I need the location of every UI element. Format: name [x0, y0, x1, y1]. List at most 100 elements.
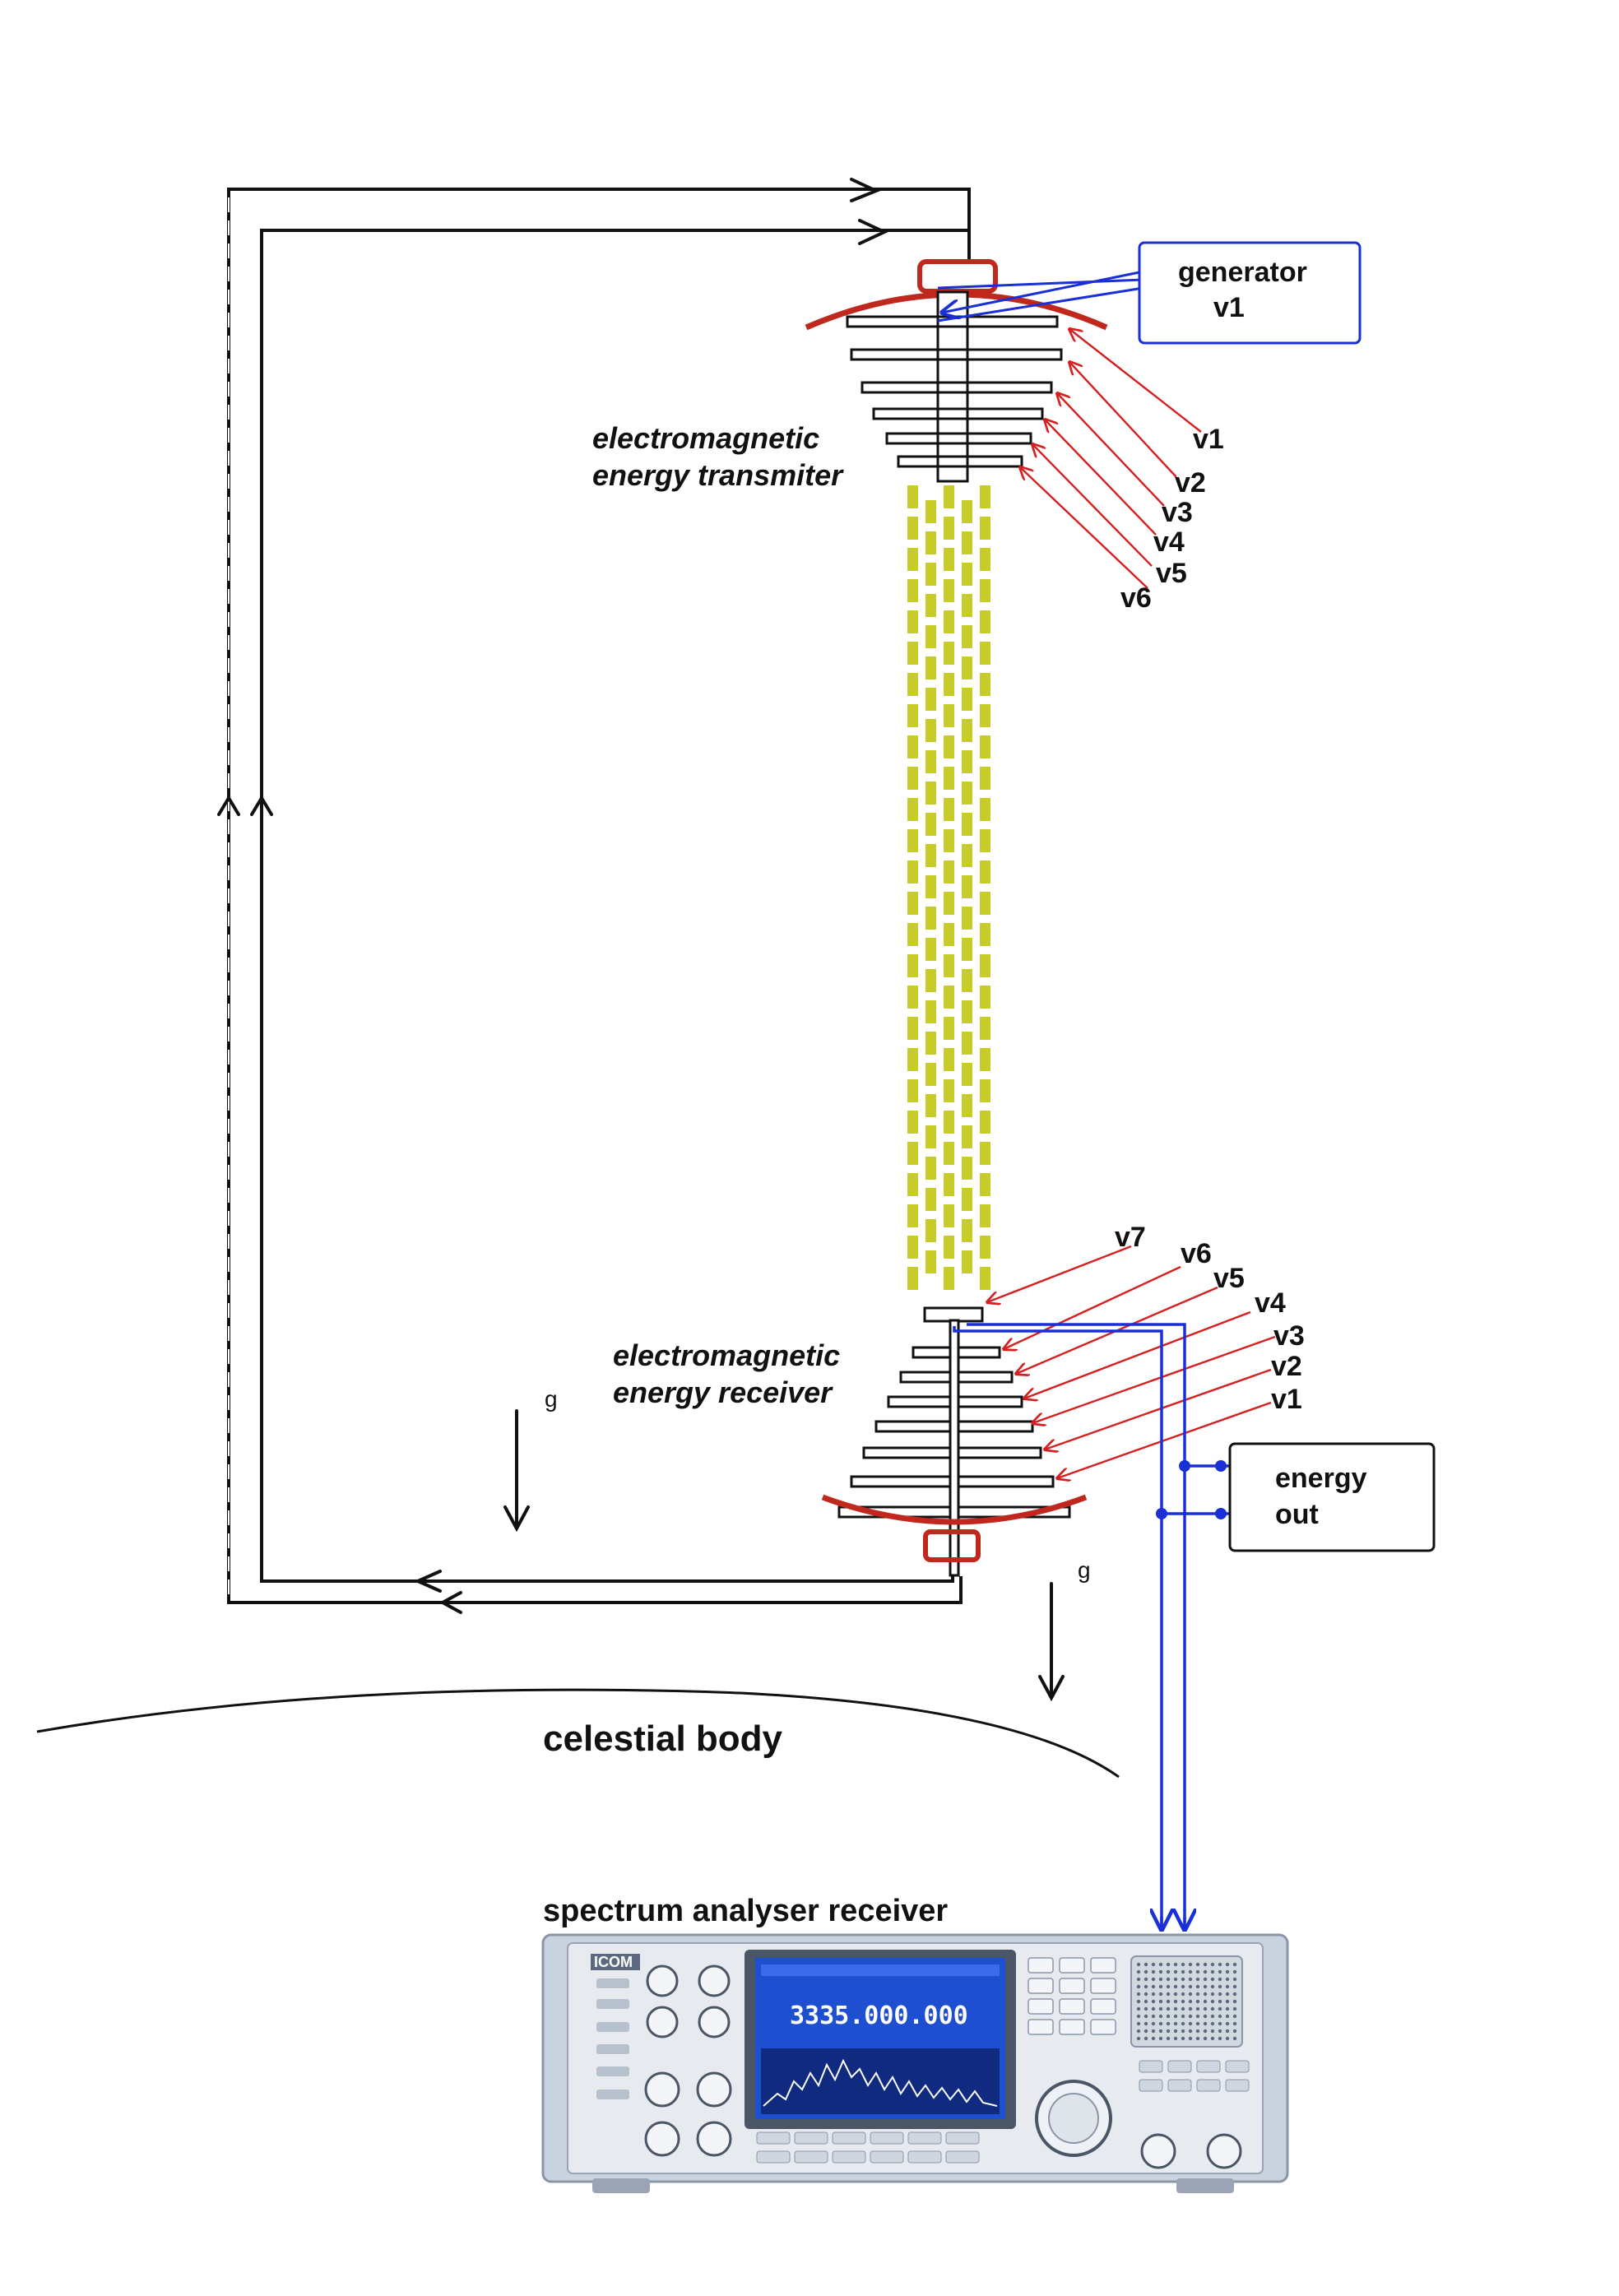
grille-hole — [1173, 2021, 1178, 2026]
return-loop — [227, 188, 971, 1604]
transmitter-label-2: energy transmiter — [592, 458, 844, 492]
knob — [646, 1964, 679, 1997]
grille-hole — [1158, 2014, 1163, 2019]
energy-column-block — [962, 625, 972, 648]
energy-column-block — [907, 798, 918, 821]
grille-hole — [1188, 1969, 1193, 1974]
energy-column-block — [925, 750, 936, 773]
energy-column-block — [980, 485, 990, 508]
grille-hole — [1232, 1992, 1237, 1997]
energy-column-block — [944, 1111, 954, 1134]
grille-hole — [1218, 2036, 1222, 2041]
energy-column-block — [980, 829, 990, 852]
grille-hole — [1151, 2014, 1156, 2019]
grille-hole — [1225, 2029, 1230, 2034]
grille-hole — [1173, 2006, 1178, 2011]
grille-hole — [1144, 2036, 1148, 2041]
grille-hole — [1195, 1999, 1200, 2004]
rx-voltage-label: v7 — [1115, 1222, 1146, 1253]
energy-column-block — [925, 719, 936, 742]
energy-column-block — [925, 1063, 936, 1086]
energy-column-block — [980, 1236, 990, 1259]
energy-column-block — [925, 625, 936, 648]
grille-hole — [1203, 1962, 1208, 1967]
grille-hole — [1166, 1969, 1171, 1974]
energy-column-block — [980, 1079, 990, 1102]
energy-column-block — [907, 704, 918, 727]
energy-column-block — [944, 673, 954, 696]
grille-hole — [1173, 1999, 1178, 2004]
grille-hole — [1166, 2036, 1171, 2041]
grille-hole — [1225, 2021, 1230, 2026]
energy-column-block — [925, 1000, 936, 1023]
grille-hole — [1158, 2036, 1163, 2041]
tx-plate-3 — [861, 381, 1053, 394]
grille-hole — [1151, 2021, 1156, 2026]
energy-column-block — [962, 1063, 972, 1086]
grille-hole — [1158, 1962, 1163, 1967]
grille-hole — [1158, 1992, 1163, 1997]
grille-hole — [1225, 1984, 1230, 1989]
grille-hole — [1181, 1962, 1185, 1967]
transmitter-label-1: electromagnetic — [592, 421, 819, 455]
tx-plate-2 — [850, 348, 1063, 361]
energy-column-block — [962, 563, 972, 586]
grille-hole — [1195, 1969, 1200, 1974]
energy-column-block — [907, 1267, 918, 1290]
grille-hole — [1144, 1992, 1148, 1997]
grille-hole — [1166, 1962, 1171, 1967]
energy-column-block — [907, 673, 918, 696]
grille-hole — [1195, 2006, 1200, 2011]
tx-plate-4 — [872, 407, 1044, 420]
energy-column-block — [944, 954, 954, 977]
grille-hole — [1218, 1999, 1222, 2004]
grille-hole — [1181, 2029, 1185, 2034]
energy-column-block — [925, 1032, 936, 1055]
grille-hole — [1232, 1999, 1237, 2004]
grille-hole — [1225, 1999, 1230, 2004]
energy-column-block — [907, 1142, 918, 1165]
energy-column-block — [925, 782, 936, 805]
grille-hole — [1203, 2036, 1208, 2041]
grille-hole — [1136, 1977, 1141, 1982]
energy-column-block — [962, 969, 972, 992]
energy-column-block — [907, 642, 918, 665]
energy-column-block — [944, 1173, 954, 1196]
grille-hole — [1136, 2006, 1141, 2011]
energy-column-block — [907, 892, 918, 915]
knob — [646, 2006, 679, 2039]
energy-column-block — [962, 1157, 972, 1180]
grille-hole — [1232, 2029, 1237, 2034]
grille-hole — [1195, 1984, 1200, 1989]
grille-hole — [1166, 1992, 1171, 1997]
grille-hole — [1188, 2014, 1193, 2019]
grille-hole — [1188, 1999, 1193, 2004]
grille-hole — [1203, 2014, 1208, 2019]
grille-hole — [1210, 2029, 1215, 2034]
generator-label: generator — [1178, 257, 1307, 288]
receiver — [821, 1306, 1088, 1577]
grille-hole — [1203, 1977, 1208, 1982]
energy-column-block — [944, 579, 954, 602]
grille-hole — [1225, 1977, 1230, 1982]
energy-column-block — [962, 531, 972, 554]
celestial-body-label: celestial body — [543, 1719, 783, 1759]
grille-hole — [1173, 2029, 1178, 2034]
up-arrow-inner — [250, 795, 273, 816]
grille-hole — [1210, 1977, 1215, 1982]
grille-hole — [1203, 2006, 1208, 2011]
grille-hole — [1218, 2029, 1222, 2034]
grille-hole — [1195, 2014, 1200, 2019]
energy-column-block — [962, 1032, 972, 1055]
energy-column-block — [980, 892, 990, 915]
energy-column-block — [980, 798, 990, 821]
grille-hole — [1158, 1969, 1163, 1974]
rx-voltage-label: v1 — [1271, 1384, 1302, 1415]
energy-column-block — [962, 875, 972, 898]
grille-hole — [1203, 1969, 1208, 1974]
energy-column-block — [962, 656, 972, 680]
grille-hole — [1144, 2029, 1148, 2034]
grille-hole — [1136, 2021, 1141, 2026]
grille-hole — [1151, 1984, 1156, 1989]
grille-hole — [1166, 2021, 1171, 2026]
